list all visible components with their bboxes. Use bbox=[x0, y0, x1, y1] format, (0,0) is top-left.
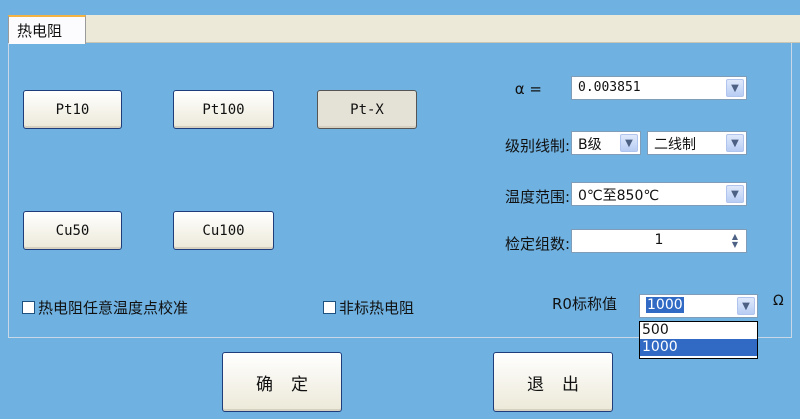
cu50-button[interactable]: Cu50 bbox=[23, 211, 122, 250]
groups-value: 1 bbox=[654, 232, 664, 248]
ok-button[interactable]: 确定 bbox=[222, 352, 342, 412]
alpha-label: α = bbox=[514, 80, 542, 98]
checkbox-box[interactable] bbox=[22, 301, 35, 314]
r0-label: R0标称值 bbox=[552, 295, 617, 313]
range-value: 0℃至850℃ bbox=[578, 188, 660, 204]
r0-option-selected[interactable]: 1000 bbox=[640, 339, 757, 356]
checkbox-box[interactable] bbox=[323, 301, 336, 314]
r0-dropdown-list: 500 1000 bbox=[639, 321, 758, 359]
nonstandard-label: 非标热电阻 bbox=[339, 299, 415, 317]
chevron-down-icon[interactable]: ▼ bbox=[726, 134, 744, 152]
grade-select[interactable]: B级 ▼ bbox=[571, 131, 641, 155]
tab-thermal-resistance[interactable]: 热电阻 bbox=[8, 15, 86, 44]
ptx-button[interactable]: Pt-X bbox=[317, 90, 417, 129]
chevron-down-icon[interactable]: ▼ bbox=[620, 134, 638, 152]
any-point-label: 热电阻任意温度点校准 bbox=[38, 299, 189, 317]
cu100-button[interactable]: Cu100 bbox=[173, 211, 274, 250]
nonstandard-checkbox[interactable]: 非标热电阻 bbox=[323, 297, 414, 318]
r0-select[interactable]: 1000 ▼ bbox=[639, 294, 758, 318]
any-point-checkbox[interactable]: 热电阻任意温度点校准 bbox=[22, 297, 188, 318]
r0-option[interactable]: 500 bbox=[642, 322, 669, 338]
chevron-down-icon[interactable]: ▼ bbox=[726, 79, 744, 97]
pt10-button[interactable]: Pt10 bbox=[23, 90, 122, 129]
panel bbox=[8, 43, 792, 338]
groups-spinner[interactable]: 1 ▲▼ bbox=[571, 229, 747, 253]
chevron-down-icon[interactable]: ▼ bbox=[737, 297, 755, 315]
alpha-value: 0.003851 bbox=[578, 80, 641, 95]
wire-select[interactable]: 二线制 ▼ bbox=[647, 131, 747, 155]
pt100-button[interactable]: Pt100 bbox=[173, 90, 274, 129]
chevron-down-icon[interactable]: ▼ bbox=[726, 185, 744, 203]
spin-updown-icon[interactable]: ▲▼ bbox=[731, 232, 739, 249]
grade-value: B级 bbox=[578, 137, 602, 153]
grade-label: 级别线制: bbox=[504, 137, 570, 155]
tab-strip bbox=[8, 15, 800, 43]
groups-label: 检定组数: bbox=[504, 235, 570, 253]
range-label: 温度范围: bbox=[504, 188, 570, 206]
exit-button[interactable]: 退出 bbox=[493, 352, 613, 412]
ohm-unit: Ω bbox=[773, 293, 784, 309]
wire-value: 二线制 bbox=[654, 137, 696, 153]
range-select[interactable]: 0℃至850℃ ▼ bbox=[571, 182, 747, 206]
alpha-select[interactable]: 0.003851 ▼ bbox=[571, 76, 747, 100]
r0-value: 1000 bbox=[646, 297, 684, 313]
